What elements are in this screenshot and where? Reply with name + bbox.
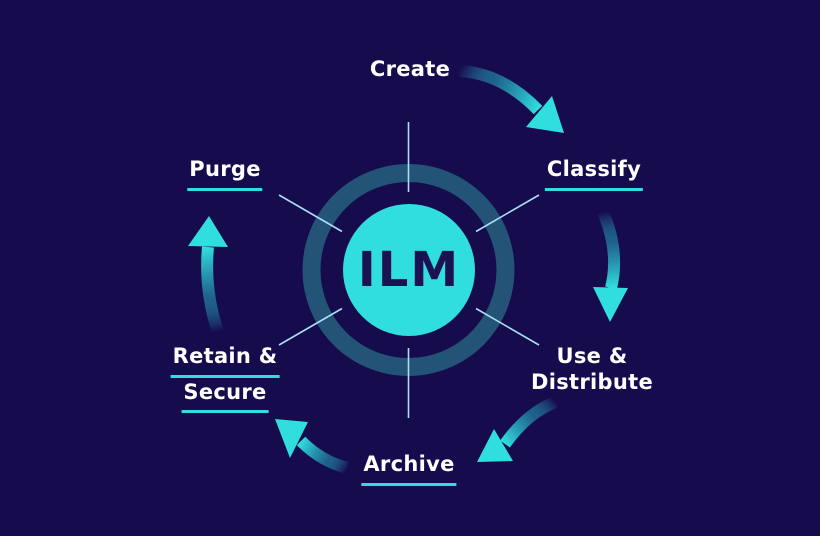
arrowhead-icon: [477, 429, 513, 462]
arrow-archive-to-retain-secure: [275, 419, 350, 474]
spoke-retain-secure: [278, 307, 343, 346]
arrowhead-icon: [593, 287, 628, 322]
spoke-use-distribute: [475, 307, 540, 346]
center-label: ILM: [357, 242, 461, 298]
stage-label-archive: Archive: [361, 452, 457, 488]
arrowhead-icon: [526, 96, 564, 133]
arrow-use-distribute-to-archive: [477, 396, 559, 462]
spokes: [278, 122, 540, 418]
arrow-retain-secure-to-purge: [188, 216, 228, 334]
spoke-classify: [475, 194, 540, 233]
stage-label-classify: Classify: [544, 157, 644, 193]
stage-label-create: Create: [369, 57, 451, 81]
spoke-purge: [278, 194, 343, 233]
stage-label-use-distribute: Use & Distribute: [531, 344, 653, 394]
arrow-create-to-classify: [458, 65, 564, 133]
arrowhead-icon: [188, 216, 228, 247]
arrow-classify-to-use-distribute: [593, 209, 628, 322]
arrowhead-icon: [275, 419, 308, 458]
stage-label-retain-secure: Retain & Secure: [170, 344, 280, 415]
stage-label-purge: Purge: [187, 157, 263, 193]
ilm-center-circle: ILM: [343, 204, 475, 336]
